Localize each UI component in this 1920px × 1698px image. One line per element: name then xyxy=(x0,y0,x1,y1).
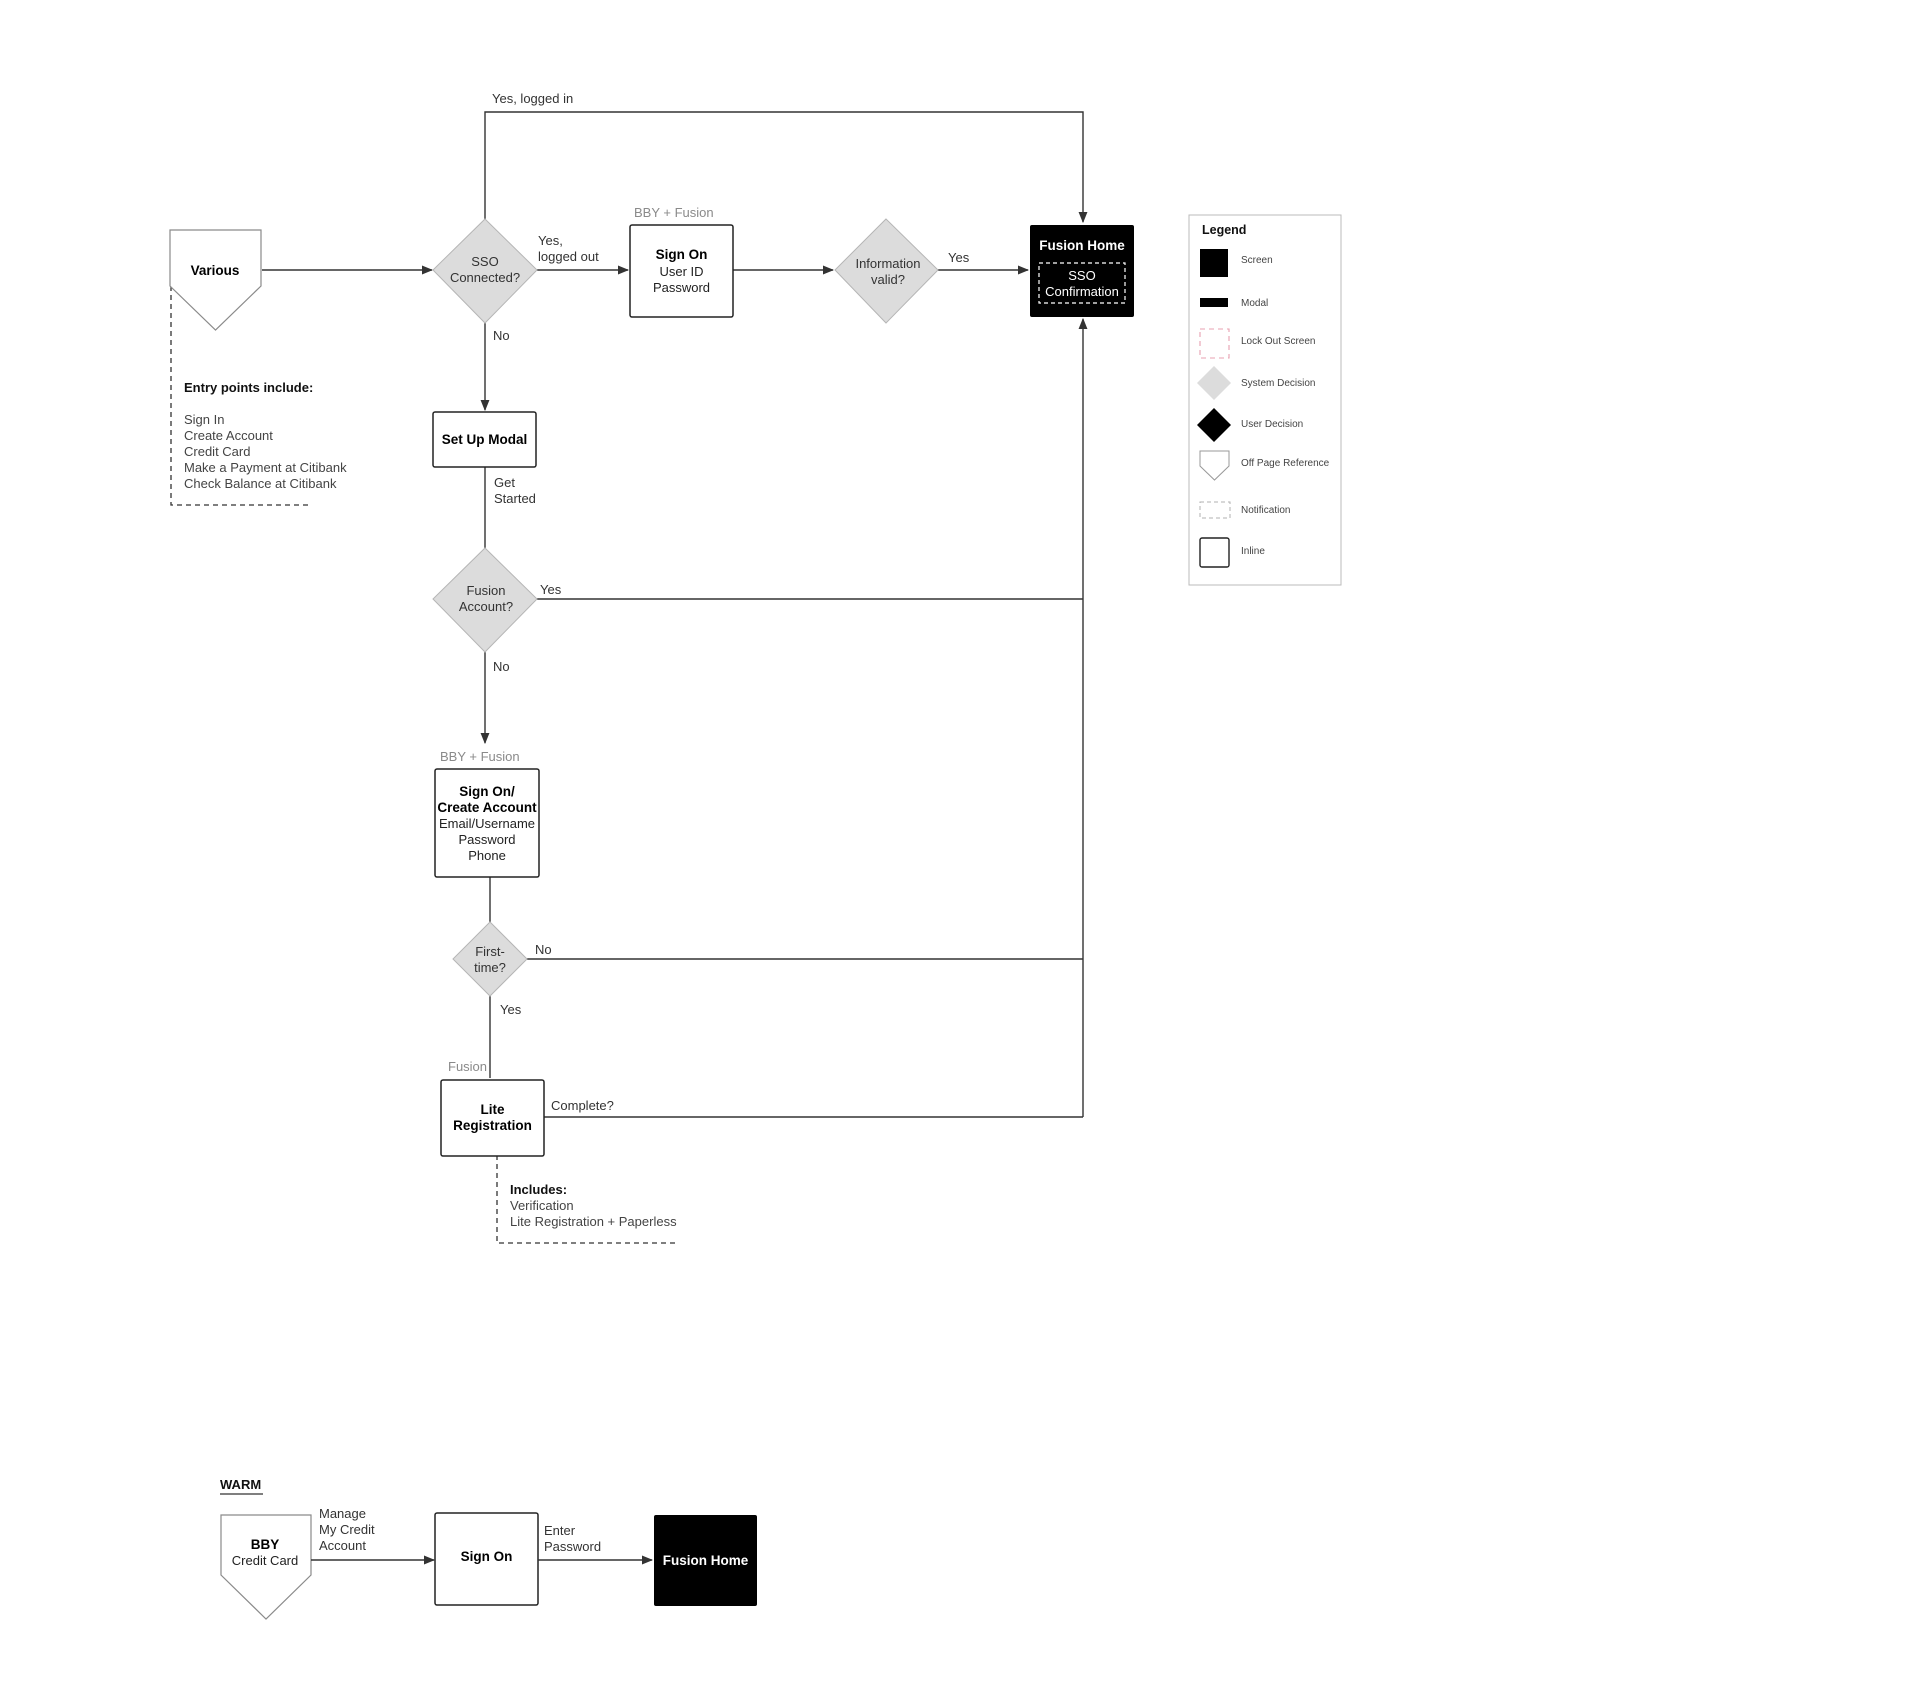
warm-title: WARM xyxy=(220,1477,261,1492)
warm-sign-on-screen[interactable]: Sign On xyxy=(434,1512,539,1606)
legend-label-offpage: Off Page Reference xyxy=(1241,458,1330,469)
sign-on-create-account-screen[interactable]: BBY + Fusion Sign On/ Create Account Ema… xyxy=(434,749,540,878)
warm-bby-node[interactable]: BBY Credit Card xyxy=(220,1514,312,1620)
create-group-label: BBY + Fusion xyxy=(440,749,520,764)
entry-item: Check Balance at Citibank xyxy=(184,476,337,491)
connectors xyxy=(170,111,1088,1244)
label-get: Get xyxy=(494,475,515,490)
create-line-3: Phone xyxy=(468,848,506,863)
create-line-1: Email/Username xyxy=(439,816,535,831)
label-yes-first: Yes xyxy=(500,1002,522,1017)
sso-connected-decision[interactable]: SSO Connected? xyxy=(432,218,538,324)
first-time-decision[interactable]: First- time? xyxy=(452,921,528,997)
entry-item: Create Account xyxy=(184,428,273,443)
edge-sso-fusion-home xyxy=(484,111,1088,224)
fusion-home-screen[interactable]: Fusion Home SSO Confirmation xyxy=(1030,225,1134,317)
first-time-line-1: First- xyxy=(475,944,505,959)
legend-label-user: User Decision xyxy=(1241,419,1303,430)
sign-on-screen[interactable]: BBY + Fusion Sign On User ID Password xyxy=(629,205,734,318)
screen-icon xyxy=(1200,249,1228,277)
lite-title-1: Lite xyxy=(480,1102,504,1117)
fusion-account-line-1: Fusion xyxy=(466,583,505,598)
fusion-account-line-2: Account? xyxy=(459,599,513,614)
label-no-fusion: No xyxy=(493,659,510,674)
sso-confirmation-line-1: SSO xyxy=(1068,268,1095,283)
user-decision-icon xyxy=(1197,408,1231,442)
legend-label-modal: Modal xyxy=(1241,298,1268,309)
includes-note: Includes: Verification Lite Registration… xyxy=(510,1182,677,1229)
label-yes-1: Yes, xyxy=(538,233,563,248)
lockout-icon xyxy=(1199,328,1230,359)
sso-line-1: SSO xyxy=(471,254,498,269)
off-page-reference-icon xyxy=(1199,450,1230,481)
legend-label-screen: Screen xyxy=(1241,255,1273,266)
label-no-first: No xyxy=(535,942,552,957)
sign-on-title: Sign On xyxy=(656,247,708,262)
label-complete: Complete? xyxy=(551,1098,614,1113)
info-line-2: valid? xyxy=(871,272,905,287)
includes-note-title: Includes: xyxy=(510,1182,567,1197)
lite-registration-screen[interactable]: Fusion Lite Registration xyxy=(440,1059,545,1157)
sso-confirmation-line-2: Confirmation xyxy=(1045,284,1119,299)
includes-item: Verification xyxy=(510,1198,574,1213)
label-manage: Manage xyxy=(319,1506,366,1521)
label-enter: Enter xyxy=(544,1523,576,1538)
label-yes-fusion: Yes xyxy=(540,582,562,597)
label-no-sso: No xyxy=(493,328,510,343)
setup-modal-title: Set Up Modal xyxy=(442,432,528,447)
legend-label-lockout: Lock Out Screen xyxy=(1241,336,1315,347)
legend-title: Legend xyxy=(1202,223,1246,237)
includes-item: Lite Registration + Paperless xyxy=(510,1214,677,1229)
warm-flow: WARM BBY Credit Card Manage My Credit Ac… xyxy=(220,1477,757,1620)
inline-icon xyxy=(1199,537,1230,568)
info-line-1: Information xyxy=(855,256,920,271)
notification-icon xyxy=(1199,501,1231,519)
modal-icon xyxy=(1200,298,1228,307)
entry-item: Sign In xyxy=(184,412,224,427)
sign-on-group-label: BBY + Fusion xyxy=(634,205,714,220)
sso-line-2: Connected? xyxy=(450,270,520,285)
info-valid-decision[interactable]: Information valid? xyxy=(834,218,939,324)
setup-modal[interactable]: Set Up Modal xyxy=(432,411,537,468)
legend-label-notification: Notification xyxy=(1241,505,1290,516)
label-account: Account xyxy=(319,1538,366,1553)
entry-points-note: Entry points include: Sign In Create Acc… xyxy=(184,380,347,491)
label-logged-out: logged out xyxy=(538,249,599,264)
includes-note-bracket xyxy=(496,1155,675,1244)
legend-panel: Legend Screen Modal Lock Out Screen Syst… xyxy=(1188,214,1342,586)
various-label: Various xyxy=(191,263,240,278)
legend-label-system: System Decision xyxy=(1241,378,1315,389)
entry-item: Credit Card xyxy=(184,444,250,459)
fusion-account-decision[interactable]: Fusion Account? xyxy=(432,547,538,653)
label-my-credit: My Credit xyxy=(319,1522,375,1537)
create-title-1: Sign On/ xyxy=(459,784,515,799)
create-title-2: Create Account xyxy=(437,800,537,815)
create-line-2: Password xyxy=(458,832,515,847)
lite-title-2: Registration xyxy=(453,1118,532,1133)
label-started: Started xyxy=(494,491,536,506)
sign-on-line-1: User ID xyxy=(659,264,703,279)
label-yes-info: Yes xyxy=(948,250,970,265)
system-decision-icon xyxy=(1197,366,1231,400)
label-password: Password xyxy=(544,1539,601,1554)
entry-note-title: Entry points include: xyxy=(184,380,313,395)
warm-bby-line-1: BBY xyxy=(251,1537,280,1552)
entry-note-bracket xyxy=(170,286,311,506)
entry-item: Make a Payment at Citibank xyxy=(184,460,347,475)
fusion-home-title: Fusion Home xyxy=(1039,238,1125,253)
warm-sign-on-title: Sign On xyxy=(461,1549,513,1564)
warm-fusion-home-screen[interactable]: Fusion Home xyxy=(654,1515,757,1606)
label-yes-logged-in: Yes, logged in xyxy=(492,91,573,106)
warm-bby-line-2: Credit Card xyxy=(232,1553,298,1568)
sign-on-line-2: Password xyxy=(653,280,710,295)
legend-label-inline: Inline xyxy=(1241,546,1265,557)
lite-group-label: Fusion xyxy=(448,1059,487,1074)
warm-fusion-home-title: Fusion Home xyxy=(663,1553,749,1568)
first-time-line-2: time? xyxy=(474,960,506,975)
various-node[interactable]: Various xyxy=(169,229,262,331)
